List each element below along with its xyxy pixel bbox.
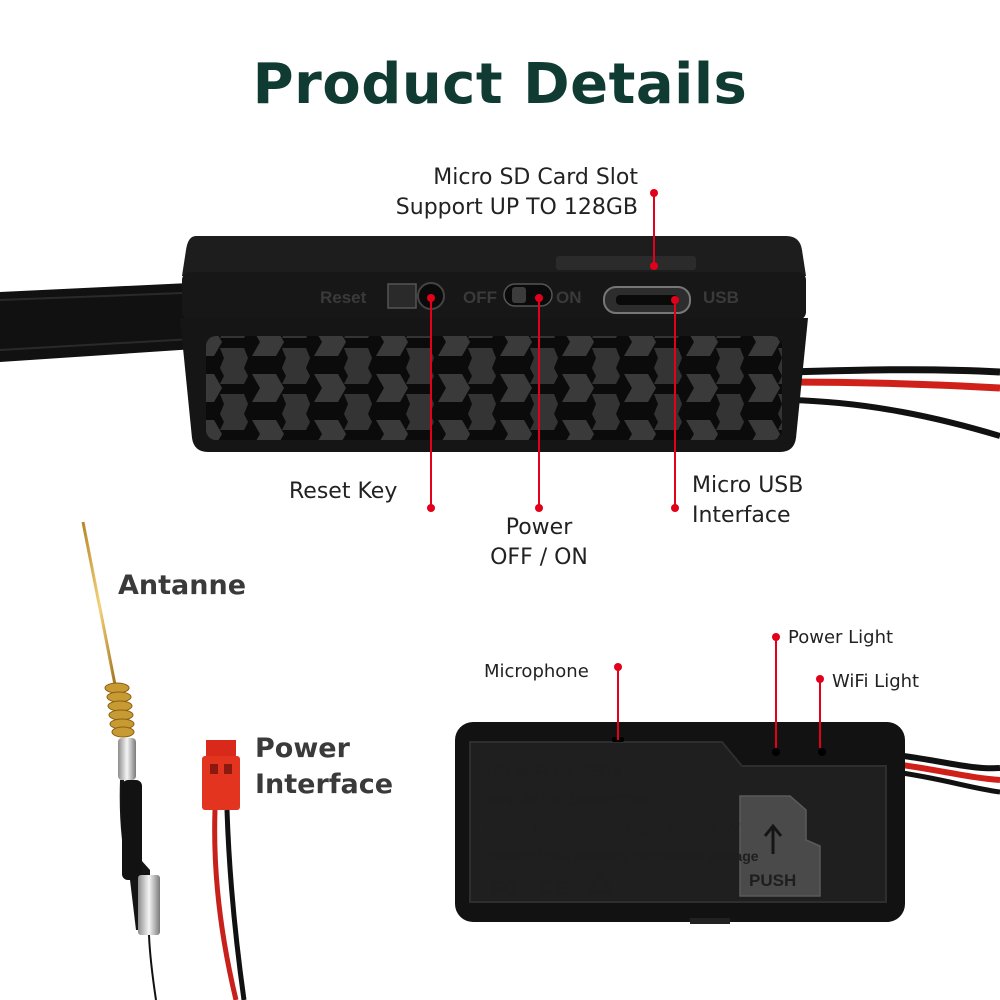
usb-port-label: USB <box>703 288 739 307</box>
label-line-4: Device:128G memory card/cloud storage <box>487 848 759 864</box>
top-callout-lines <box>427 189 679 512</box>
fc-mark: FC <box>490 878 517 900</box>
off-port-label: OFF <box>463 288 497 307</box>
power-interface-line-1: Power <box>255 733 350 764</box>
label-line-1: HD WIFI CAMERA <box>487 764 623 781</box>
reset-port-label: Reset <box>320 288 367 307</box>
reset-key-callout: Reset Key <box>289 479 398 504</box>
ce-mark: CE <box>540 878 568 900</box>
camera-module-bottom <box>455 722 1000 924</box>
sd-card-slot <box>556 256 696 270</box>
microphone-callout: Microphone <box>484 661 589 682</box>
micro-usb-callout: Micro USB Interface <box>692 471 803 531</box>
label-line-3: Power dissipation/voltage:350mAh/5V <box>487 820 741 836</box>
recycle-icon <box>587 871 615 894</box>
on-port-label: ON <box>556 288 582 307</box>
antenna <box>81 521 160 1000</box>
power-switch-callout: Power OFF / ON <box>468 513 610 573</box>
label-line-2: DPI: 4K/2K/1080P/720P <box>487 792 650 809</box>
micro-usb-line-2: Interface <box>692 503 791 528</box>
power-interface-line-2: Interface <box>255 769 394 800</box>
power-switch <box>503 283 553 307</box>
device-wires <box>789 366 1000 439</box>
sd-slot-line-2: Support UP TO 128GB <box>395 195 638 220</box>
page-title: Product Details <box>252 52 748 117</box>
sd-push-icon <box>739 795 821 897</box>
antenna-callout: Antanne <box>118 570 246 601</box>
power-connector <box>202 740 247 1000</box>
power-switch-line-1: Power <box>505 515 573 540</box>
ribbon-cable <box>0 282 211 362</box>
wifi-light-callout: WiFi Light <box>832 671 920 692</box>
micro-usb-line-1: Micro USB <box>692 473 804 498</box>
camera-module-top <box>180 236 808 452</box>
bottom-callout-lines <box>614 633 824 748</box>
push-label: PUSH <box>749 871 796 890</box>
sd-slot-callout: Micro SD Card Slot Support UP TO 128GB <box>330 163 638 223</box>
power-light-callout: Power Light <box>788 627 894 648</box>
sd-slot-line-1: Micro SD Card Slot <box>433 165 638 190</box>
power-interface-callout: Power Interface <box>255 731 393 803</box>
power-switch-line-2: OFF / ON <box>490 545 588 570</box>
